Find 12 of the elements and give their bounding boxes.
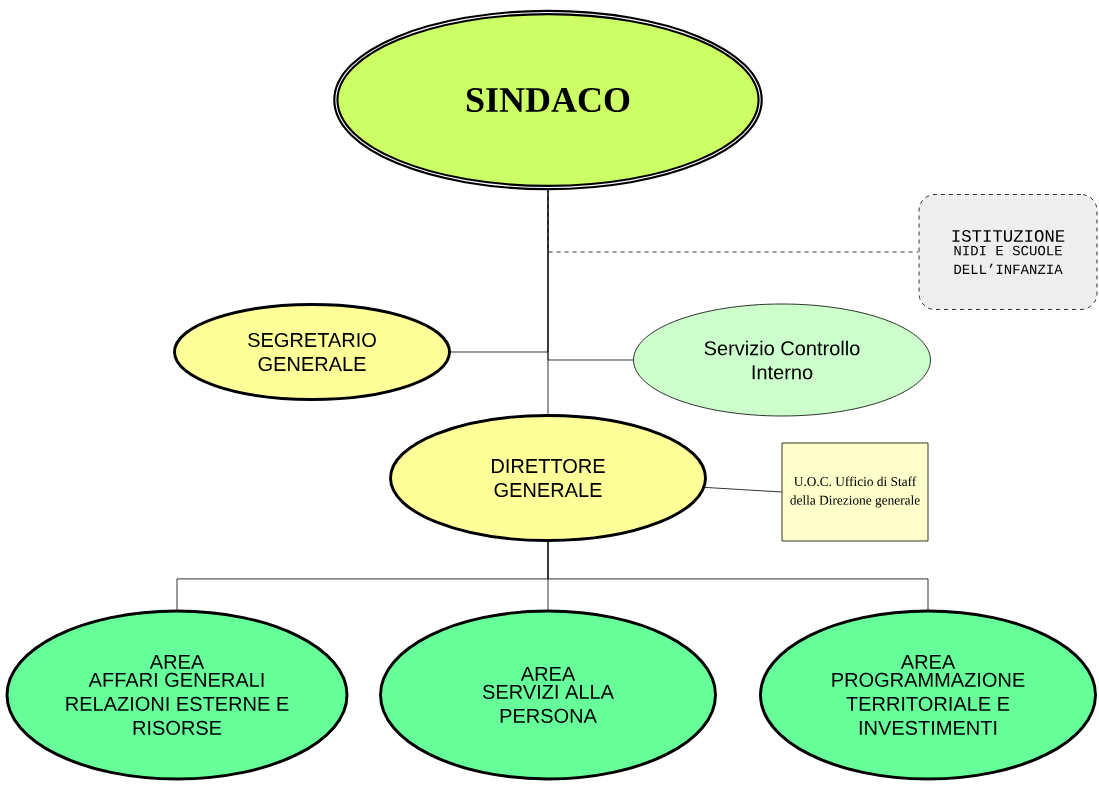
ellipse-node: SINDACO: [333, 9, 763, 191]
ellipse-node: DIRETTORE GENERALE: [389, 414, 707, 542]
ellipse-node: AREA SERVIZI ALLA PERSONA: [379, 609, 717, 781]
connector-line: [547, 188, 634, 361]
connector-line: [703, 486, 782, 493]
connector-line: [547, 540, 929, 611]
ellipse-node: Servizio Controllo Interno: [633, 303, 931, 417]
dashed-rounded-box: ISTITUZIONE NIDI E SCUOLE DELL’INFANZIA: [918, 194, 1098, 310]
ellipse-node: AREA PROGRAMMAZIONE TERRITORIALE E INVESTIMENTI: [759, 609, 1097, 781]
ellipse-node: SEGRETARIO GENERALE: [173, 303, 451, 401]
staff-box: U.O.C. Ufficio di Staff della Direzione generale: [781, 442, 929, 542]
ellipse-node: AREA AFFARI GENERALI RELAZIONI ESTERNE E RISORSE: [5, 609, 349, 781]
